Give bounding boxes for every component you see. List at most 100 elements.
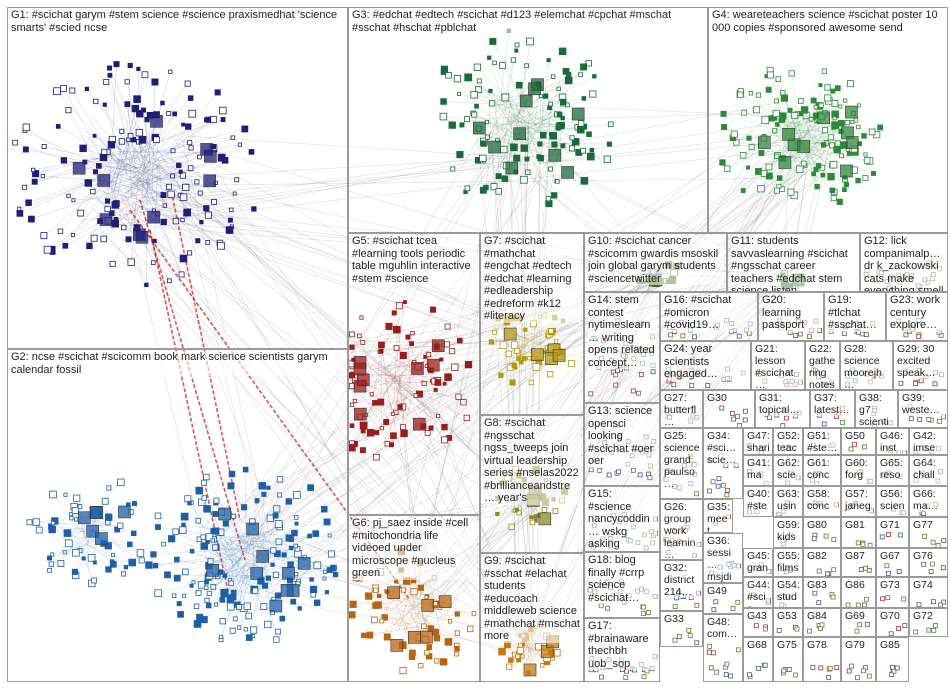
- group-cell-g37: G37: latest…: [810, 390, 855, 428]
- group-cell-g29: G29: 30 excited speak…: [893, 341, 948, 390]
- group-label: G30: [707, 392, 752, 404]
- group-label: G78: [807, 639, 838, 651]
- group-cell-g73: G73: [876, 577, 909, 608]
- group-label: G47: shari…: [747, 430, 770, 455]
- group-cell-g68: G68: [743, 637, 773, 682]
- group-cell-g50: G50: [841, 428, 876, 455]
- group-label: G85: [880, 639, 906, 651]
- group-label: G38: g7 scienti…: [859, 392, 895, 428]
- group-label: G83: [807, 579, 838, 591]
- group-label: G59: kids…: [777, 519, 800, 548]
- group-label: G53: [777, 610, 800, 622]
- group-cell-g56: G56: scien…: [876, 486, 909, 517]
- group-label: G40: #ste…: [747, 488, 770, 517]
- group-cell-g52: G52: teac…: [773, 428, 803, 455]
- group-cell-g22: G22: gathering notes…: [805, 341, 840, 390]
- group-cell-g61: G61: conc…: [803, 455, 841, 486]
- group-cell-g72: G72: [909, 608, 948, 637]
- group-cell-g10: G10: #scichat cancer #scicomm gwardis ms…: [584, 233, 727, 292]
- group-cell-g62: G62: scie…: [773, 455, 803, 486]
- group-cell-g8: G8: #scichat #ngsschat ngss_tweeps join …: [480, 415, 584, 553]
- group-cell-g47: G47: shari…: [743, 428, 773, 455]
- group-cell-g57: G57: janeg…: [841, 486, 876, 517]
- group-label: G1: #scichat garym #stem science #scienc…: [11, 9, 345, 34]
- group-label: G50: [845, 430, 873, 442]
- group-label: G42: imse…: [913, 430, 945, 455]
- group-label: G55: films…: [777, 550, 800, 577]
- group-label: G63: using: [777, 488, 800, 517]
- group-label: G69: [845, 610, 873, 622]
- group-cell-g58: G58: conc…: [803, 486, 841, 517]
- group-cell-g18: G18: blog finally #crrp science #scichat…: [584, 552, 660, 618]
- group-cell-g16: G16: #scichat #omicron #covid19…: [660, 292, 758, 341]
- group-label: G22: gathering notes…: [809, 343, 837, 390]
- group-cell-g24: G24: year scientists engaged…: [660, 341, 751, 390]
- group-cell-g38: G38: g7 scienti…: [855, 390, 898, 428]
- group-label: G44: #scic…: [747, 579, 770, 608]
- group-label: G13: science opensci looking #scichat #o…: [588, 405, 657, 468]
- group-label: G33: [664, 613, 700, 625]
- group-cell-g82: G82: [803, 548, 841, 577]
- group-cell-g76: G76: [909, 548, 948, 577]
- group-label: G12: lick companimalp… dr k_zackowski ca…: [864, 235, 945, 292]
- group-label: G17: #brainaware thechbh uob_sop: [588, 620, 657, 670]
- group-cell-g26: G26: group work learnin…: [660, 499, 703, 560]
- group-cell-g17: G17: #brainaware thechbh uob_sop: [584, 618, 660, 682]
- group-cell-g35: G35: meet dr…: [703, 499, 733, 533]
- group-label: G20: learning passport: [762, 294, 821, 332]
- group-label: G70: [880, 610, 906, 622]
- group-label: G62: scie…: [777, 457, 800, 486]
- group-label: G54: stud…: [777, 579, 800, 608]
- group-label: G4: weareteachers science #scichat poste…: [712, 9, 945, 34]
- group-label: G18: blog finally #crrp science #scichat…: [588, 554, 657, 604]
- group-label: G19: #tlchat #sschat…: [828, 294, 883, 332]
- group-cell-g25: G25: science grand paulso…: [660, 428, 703, 499]
- group-label: G27: butterfl…: [664, 392, 700, 428]
- group-cell-g53: G53: [773, 608, 803, 637]
- group-cell-g19: G19: #tlchat #sschat…: [824, 292, 886, 341]
- group-cell-g48: G48: com…: [703, 614, 743, 682]
- group-label: G48: com…: [707, 616, 740, 640]
- group-cell-g31: G31: topical…: [755, 390, 810, 428]
- group-label: G2: ncse #scichat #scicomm book mark sci…: [11, 351, 345, 376]
- group-label: G87: [845, 550, 873, 562]
- group-label: G9: #scichat #sschat #elachat students #…: [484, 555, 581, 643]
- group-label: G23: work century explore…: [890, 294, 945, 332]
- group-cell-g49: G49: [703, 583, 743, 614]
- group-cell-g42: G42: imse…: [909, 428, 948, 455]
- group-cell-g5: G5: #scichat tcea #learning tools period…: [348, 233, 480, 515]
- group-label: G24: year scientists engaged…: [664, 343, 748, 381]
- group-label: G39: weste…: [902, 392, 945, 416]
- group-label: G76: [913, 550, 945, 562]
- group-label: G5: #scichat tcea #learning tools period…: [352, 235, 477, 285]
- group-label: G57: janeg…: [845, 488, 873, 517]
- group-cell-g66: G66: ma…: [909, 486, 948, 517]
- group-cell-g4: G4: weareteachers science #scichat poste…: [708, 7, 948, 233]
- group-label: G49: [707, 585, 740, 597]
- group-cell-g23: G23: work century explore…: [886, 292, 948, 341]
- group-label: G60: forg…: [845, 457, 873, 486]
- group-cell-g70: G70: [876, 608, 909, 637]
- group-cell-g59: G59: kids…: [773, 517, 803, 548]
- group-label: G32: district 214…: [664, 562, 700, 598]
- group-cell-g27: G27: butterfl…: [660, 390, 703, 428]
- group-label: G71: [880, 519, 906, 531]
- group-cell-g12: G12: lick companimalp… dr k_zackowski ca…: [860, 233, 948, 292]
- group-label: G31: topical…: [759, 392, 807, 416]
- group-cell-g51: G51: #ste…: [803, 428, 841, 455]
- group-label: G51: #ste…: [807, 430, 838, 454]
- group-label: G72: [913, 610, 945, 622]
- group-cell-g44: G44: #scic…: [743, 577, 773, 608]
- group-cell-g13: G13: science opensci looking #scichat #o…: [584, 403, 660, 486]
- group-label: G21: lesson #scichat…: [755, 343, 802, 390]
- group-label: G41: ma…: [747, 457, 770, 486]
- group-label: G8: #scichat #ngsschat ngss_tweeps join …: [484, 417, 581, 505]
- group-label: G66: ma…: [913, 488, 945, 512]
- group-cell-g28: G28: science moorejh…: [840, 341, 893, 390]
- group-cell-g40: G40: #ste…: [743, 486, 773, 517]
- group-cell-g60: G60: forg…: [841, 455, 876, 486]
- group-label: G25: science grand paulso…: [664, 430, 700, 490]
- group-cell-g63: G63: using: [773, 486, 803, 517]
- group-label: G6: pj_saez inside #cell #mitochondria l…: [352, 517, 477, 580]
